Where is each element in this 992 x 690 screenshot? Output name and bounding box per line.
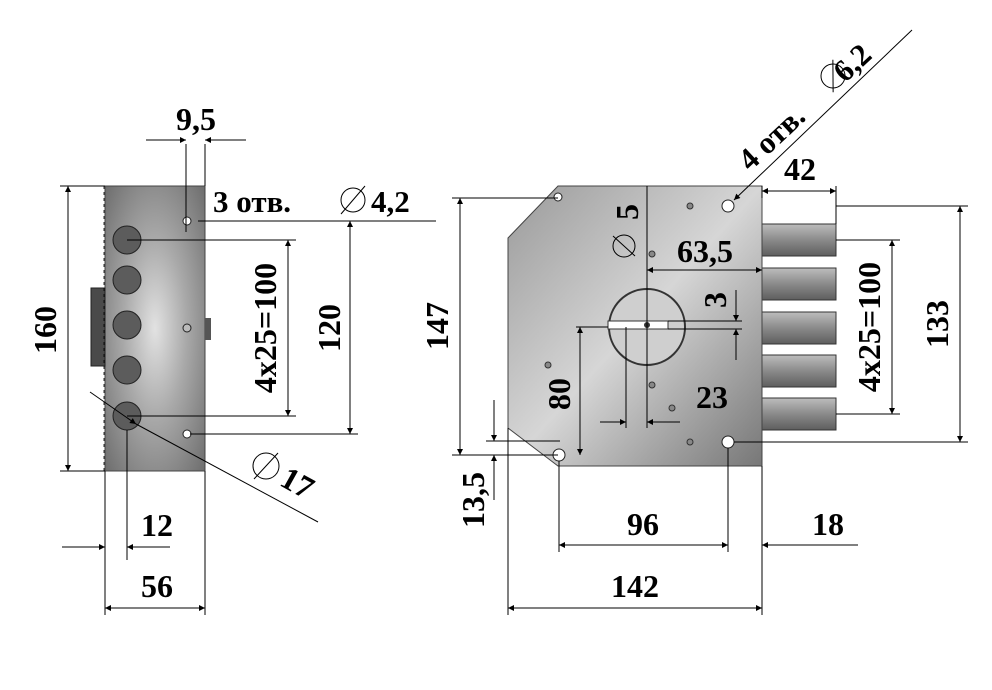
dim-front-pitch: 4x25=100 [851, 262, 887, 392]
dim-key-diameter: 5 [609, 204, 645, 220]
bolt-end [112, 310, 142, 340]
dim-23: 23 [696, 379, 728, 415]
bolt [761, 267, 837, 301]
key-slot [607, 320, 669, 330]
dim-key-offset: 3 [697, 292, 733, 308]
bolt [761, 397, 837, 431]
dim-side-center: 120 [311, 304, 347, 352]
dim-bolt-height: 133 [919, 300, 955, 348]
dim-side-bolt-diameter-value: 17 [275, 459, 320, 506]
mounting-hole [686, 202, 694, 210]
dim-bottom-offset: 13,5 [455, 472, 491, 528]
dim-body-width: 142 [611, 568, 659, 604]
mounting-hole [553, 192, 563, 202]
mounting-hole [721, 435, 735, 449]
dim-side-height: 160 [27, 306, 63, 354]
diameter-symbol [612, 234, 636, 258]
dim-side-depth: 56 [141, 568, 173, 604]
dim-holes-spacing: 96 [627, 506, 659, 542]
dim-vertical-80: 80 [541, 378, 577, 410]
dim-front-top-width: 42 [784, 151, 816, 187]
dim-side-pitch: 4x25=100 [247, 263, 283, 393]
side-holes-note-text: 3 отв. [213, 184, 291, 219]
mounting-hole [648, 250, 656, 258]
front-view-bolts [761, 223, 837, 431]
diameter-symbol [820, 59, 846, 93]
bolt [761, 354, 837, 388]
mounting-hole [686, 438, 694, 446]
front-view: 4 отв. 6,2 42 5 63,5 147 [419, 29, 968, 615]
dim-bolt-projection: 18 [812, 506, 844, 542]
dim-backset: 63,5 [677, 233, 733, 269]
side-holes-diameter: 4,2 [371, 184, 410, 219]
dim-side-offset: 12 [141, 507, 173, 543]
diameter-symbol [252, 452, 280, 480]
mounting-hole [544, 361, 552, 369]
dim-side-width-small: 9,5 [176, 101, 216, 137]
side-holes-note: 3 отв. [213, 184, 291, 219]
mounting-hole [721, 199, 735, 213]
front-holes-diameter: 6,2 [826, 37, 878, 89]
side-view-cylinder-boss [90, 287, 106, 367]
bolt [761, 311, 837, 345]
dim-side-bolt-diameter: 17 [275, 459, 320, 506]
side-view-rivet [205, 318, 211, 340]
diameter-symbol [340, 187, 366, 213]
mounting-hole [182, 429, 192, 439]
side-view-mounting-holes [182, 216, 192, 439]
dim-front-height: 147 [419, 302, 455, 350]
side-view: 9,5 3 отв. 4,2 160 4x25=100 120 17 [27, 101, 436, 615]
mounting-hole [648, 381, 656, 389]
bolt [761, 223, 837, 257]
bolt-end [112, 355, 142, 385]
mounting-hole [182, 216, 192, 226]
bolt-end [112, 265, 142, 295]
mounting-hole [182, 323, 192, 333]
mounting-hole [668, 404, 676, 412]
